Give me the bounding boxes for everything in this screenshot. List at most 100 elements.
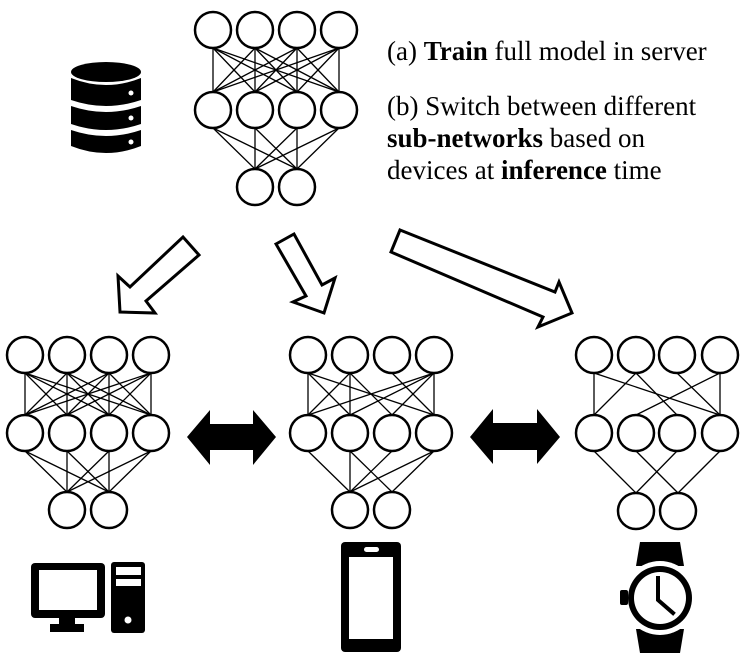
deploy-arrow-phone [273, 231, 338, 315]
neuron-node [414, 413, 454, 453]
connection-edge [391, 372, 435, 416]
connection-edge [676, 372, 721, 416]
connection-edge [24, 372, 110, 416]
neuron-node [89, 490, 129, 530]
connection-edge [24, 372, 68, 416]
neuron-node [89, 335, 129, 375]
neuron-node [288, 413, 328, 453]
neuron-node [235, 10, 275, 50]
deploy-arrow-watch [389, 228, 574, 330]
neuron-node [89, 413, 129, 453]
connection-edge [296, 47, 340, 93]
neuron-node [372, 490, 412, 530]
switch-arrow-desktop-phone [187, 410, 276, 465]
caption-b-line3-end: time [606, 155, 662, 185]
connection-edge [677, 450, 721, 494]
neuron-node [372, 335, 412, 375]
connection-edge [212, 47, 298, 93]
watch-sub-network [574, 335, 740, 531]
desktop-computer-icon [31, 562, 145, 633]
neuron-node [372, 413, 412, 453]
neuron-node [319, 10, 359, 50]
connection-edge [349, 372, 435, 416]
caption-b-line2-rest: based on [543, 123, 646, 153]
full-model-network [193, 10, 359, 207]
neuron-node [47, 490, 87, 530]
connection-edge [593, 372, 637, 416]
connection-edge [254, 47, 340, 93]
connection-edge [635, 450, 678, 494]
neuron-node [47, 335, 87, 375]
caption-train: (a) Train full model in server [387, 35, 707, 67]
neuron-node [657, 413, 697, 453]
desktop-sub-network [5, 335, 171, 530]
connection-edge [307, 372, 351, 416]
connection-edge [66, 450, 110, 493]
neuron-node [700, 335, 740, 375]
connection-edge [108, 372, 152, 416]
neuron-node [131, 413, 171, 453]
caption-a-rest: full model in server [487, 36, 707, 66]
neuron-node [330, 490, 370, 530]
switch-arrow-phone-watch [470, 409, 560, 464]
connection-edge [296, 127, 340, 170]
connection-edge [66, 450, 152, 493]
connection-edge [349, 450, 393, 493]
connection-edge [391, 450, 435, 493]
neuron-node [330, 335, 370, 375]
caption-b-line2: sub-networks based on [387, 122, 696, 154]
phone-sub-network [288, 335, 454, 530]
neuron-node [414, 335, 454, 375]
neuron-node [193, 10, 233, 50]
caption-b-line3: devices at inference time [387, 154, 696, 186]
neuron-node [574, 335, 614, 375]
neuron-node [616, 491, 656, 531]
caption-a-prefix: (a) [387, 36, 424, 66]
neuron-node [193, 90, 233, 130]
database-icon [71, 62, 141, 153]
neuron-node [47, 413, 87, 453]
neuron-node [131, 335, 171, 375]
caption-b-line3-start: devices at [387, 155, 501, 185]
caption-a-bold: Train [423, 36, 488, 66]
neuron-node [5, 335, 45, 375]
connection-edge [108, 450, 152, 493]
connection-edge [24, 372, 152, 416]
connection-edge [635, 372, 678, 416]
connection-edge [24, 450, 68, 493]
smartphone-icon [341, 542, 401, 652]
neuron-node [700, 413, 740, 453]
connection-edge [307, 450, 351, 493]
deploy-arrow-desktop [116, 234, 202, 315]
caption-b-bold-subnetworks: sub-networks [387, 123, 544, 153]
neuron-node [616, 335, 656, 375]
connection-edge [593, 450, 637, 494]
neuron-node [277, 10, 317, 50]
wristwatch-icon [620, 542, 697, 653]
connection-edge [66, 372, 152, 416]
neuron-node [319, 90, 359, 130]
neuron-node [616, 413, 656, 453]
neuron-node [5, 413, 45, 453]
neuron-node [657, 335, 697, 375]
neuron-node [288, 335, 328, 375]
connection-edge [635, 372, 721, 416]
connection-edge [349, 450, 435, 493]
caption-switch: (b) Switch between different sub-network… [387, 90, 696, 186]
caption-b-line1: (b) Switch between different [387, 91, 697, 121]
connection-edge [212, 127, 256, 170]
connection-edge [307, 372, 435, 416]
connection-edge [212, 47, 256, 93]
neuron-node [277, 90, 317, 130]
neuron-node [235, 167, 275, 207]
neuron-node [574, 413, 614, 453]
connection-edge [212, 47, 340, 93]
caption-b-bold-inference: inference [500, 155, 607, 185]
neuron-node [235, 90, 275, 130]
neuron-node [330, 413, 370, 453]
neuron-node [658, 491, 698, 531]
neuron-node [277, 167, 317, 207]
connection-edge [254, 127, 340, 170]
connection-edge [254, 127, 298, 170]
